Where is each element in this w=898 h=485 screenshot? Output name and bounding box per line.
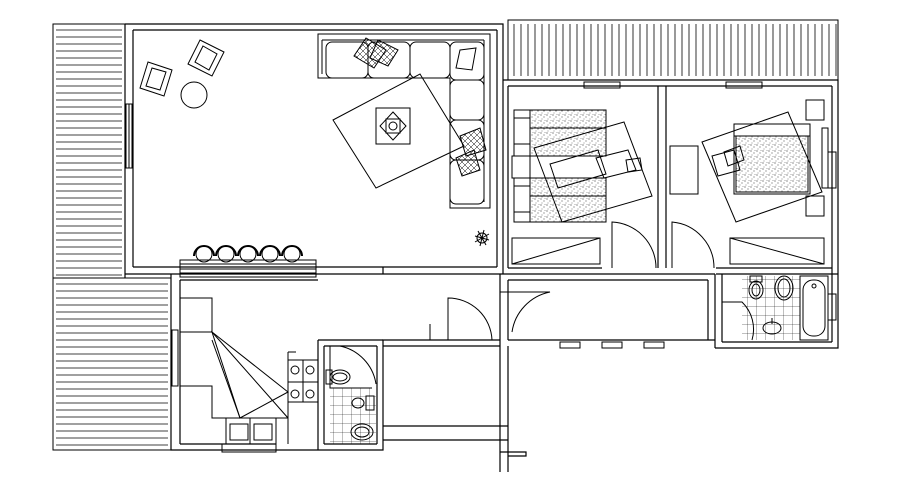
single-bed-2: [514, 178, 606, 222]
round-side-table: [181, 82, 207, 108]
bar-stool: [216, 246, 236, 262]
washbasin: [762, 275, 794, 335]
door-swing-icon: [612, 222, 656, 268]
coffee-table: [376, 108, 410, 144]
door-swing-icon: [500, 292, 550, 332]
bedroom-1: [512, 110, 656, 268]
desk-chair: [550, 150, 642, 188]
sink-icon: [226, 418, 276, 444]
toilet-icon: [326, 370, 332, 384]
bathroom-2: [326, 346, 376, 444]
hallway: [430, 298, 492, 340]
shower: [330, 346, 376, 388]
bar-stool: [194, 246, 214, 262]
deck-left: [53, 24, 125, 278]
armchair-1: [140, 62, 172, 96]
rug: [702, 112, 822, 222]
washbasin: [350, 396, 374, 441]
sink: [226, 418, 276, 444]
bathtub: [800, 276, 828, 340]
bar-stool: [238, 246, 258, 262]
outer-walls: [125, 24, 838, 472]
sectional-sofa: [318, 34, 490, 208]
armchair-icon: [140, 62, 172, 96]
door-swing-icon: [672, 222, 714, 268]
door-swing-icon: [448, 298, 492, 340]
living-room: [140, 34, 550, 332]
sink-icon: [774, 275, 794, 301]
counter: [180, 298, 296, 444]
wardrobe: [512, 238, 600, 264]
plant-icon: [477, 233, 487, 243]
single-bed-1: [514, 110, 606, 156]
nightstand-2: [806, 196, 824, 216]
toilet: [748, 276, 764, 300]
bathtub-icon: [800, 276, 828, 340]
bathroom-1: [722, 275, 828, 340]
nightstand: [512, 156, 530, 178]
wardrobe: [730, 238, 824, 264]
bar-stool: [260, 246, 280, 262]
door-swing-icon: [722, 302, 754, 340]
bedroom-2: [670, 100, 828, 268]
bar-counter: [180, 260, 316, 277]
bar-stool: [282, 246, 302, 262]
desk: [670, 146, 698, 194]
rug: [333, 74, 464, 188]
windows: [126, 82, 836, 452]
kitchen: [180, 298, 318, 444]
toilet: [326, 369, 351, 385]
nightstand-1: [806, 100, 824, 120]
chair: [712, 146, 744, 176]
sink-icon: [350, 423, 374, 441]
sofa-icon: [318, 34, 490, 208]
deck-top: [508, 20, 838, 80]
armchair-icon: [188, 40, 224, 76]
toilet-icon: [750, 276, 762, 282]
armchair-2: [188, 40, 224, 76]
stove: [288, 360, 318, 402]
double-bed: [734, 124, 810, 194]
potted-plant: [475, 230, 489, 246]
deck-lower-left: [53, 278, 171, 450]
bed-icon: [734, 124, 810, 194]
